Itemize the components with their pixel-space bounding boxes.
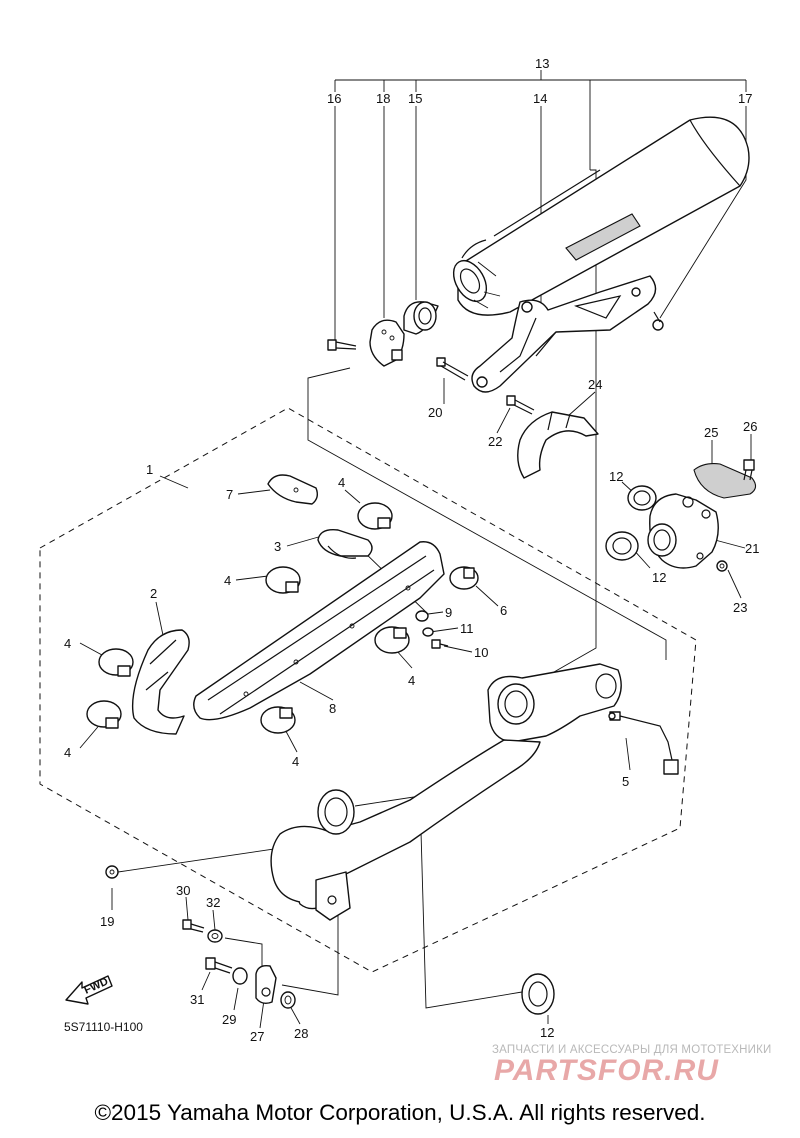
label-5: 5 xyxy=(622,774,629,789)
label-16: 16 xyxy=(327,91,341,106)
label-4-d: 4 xyxy=(64,745,71,760)
label-18: 18 xyxy=(376,91,390,106)
cover-7 xyxy=(267,474,319,505)
joint-21 xyxy=(647,493,719,569)
gasket-15 xyxy=(403,301,439,335)
label-4-f: 4 xyxy=(292,754,299,769)
muffler-bracket xyxy=(471,275,657,393)
label-29: 29 xyxy=(222,1012,236,1027)
bolt-20 xyxy=(436,357,469,381)
heat-shield-8 xyxy=(193,541,445,721)
label-15: 15 xyxy=(408,91,422,106)
label-32: 32 xyxy=(206,895,220,910)
diagram-code: 5S71110-H100 xyxy=(64,1020,143,1034)
nut-19 xyxy=(105,865,119,879)
label-1: 1 xyxy=(146,462,153,477)
label-27: 27 xyxy=(250,1029,264,1044)
label-25: 25 xyxy=(704,425,718,440)
label-7: 7 xyxy=(226,487,233,502)
label-22: 22 xyxy=(488,434,502,449)
label-20: 20 xyxy=(428,405,442,420)
clamp-4-d xyxy=(86,700,122,729)
label-13: 13 xyxy=(535,56,549,71)
nut-23 xyxy=(716,560,728,572)
label-12-lower: 12 xyxy=(652,570,666,585)
gasket-12-upper xyxy=(627,485,657,511)
label-17: 17 xyxy=(738,91,752,106)
label-8: 8 xyxy=(329,701,336,716)
bolt-26 xyxy=(743,459,755,481)
label-12-bottom: 12 xyxy=(540,1025,554,1040)
heat-shield-24 xyxy=(517,411,599,479)
fwd-arrow-icon: FWD xyxy=(65,975,113,1005)
label-24: 24 xyxy=(588,377,602,392)
label-4-e: 4 xyxy=(408,673,415,688)
protector-3 xyxy=(317,529,373,559)
label-9: 9 xyxy=(445,605,452,620)
label-23: 23 xyxy=(733,600,747,615)
label-12-upper: 12 xyxy=(609,469,623,484)
clamp-6 xyxy=(449,566,479,590)
label-4-c: 4 xyxy=(64,636,71,651)
bolt-16 xyxy=(327,339,357,351)
hardware-9-11-10 xyxy=(415,610,449,649)
muffler xyxy=(452,116,750,316)
bolt-17 xyxy=(652,311,664,331)
label-11: 11 xyxy=(460,621,474,636)
label-10: 10 xyxy=(474,645,488,660)
label-14: 14 xyxy=(533,91,547,106)
hardware-lower xyxy=(182,919,296,1009)
clamp-4-f xyxy=(260,706,296,734)
label-2: 2 xyxy=(150,586,157,601)
label-19: 19 xyxy=(100,914,114,929)
label-31: 31 xyxy=(190,992,204,1007)
cover-25 xyxy=(693,463,757,499)
clamp-4-c xyxy=(98,648,134,677)
label-26: 26 xyxy=(743,419,757,434)
part-labels: 13 16 18 15 14 17 20 22 24 25 26 12 21 1… xyxy=(64,56,759,1044)
clamp-18 xyxy=(369,319,405,367)
sensor-5 xyxy=(608,711,679,775)
clamp-4-b xyxy=(265,566,301,594)
label-21: 21 xyxy=(745,541,759,556)
watermark-brand: PARTSFOR.RU xyxy=(494,1054,719,1087)
label-30: 30 xyxy=(176,883,190,898)
bolt-22 xyxy=(506,395,535,415)
label-4-a: 4 xyxy=(338,475,345,490)
assembly-1-outline xyxy=(39,407,697,973)
gasket-12-bottom xyxy=(521,973,555,1015)
label-28: 28 xyxy=(294,1026,308,1041)
label-4-b: 4 xyxy=(224,573,231,588)
copyright-notice: ©2015 Yamaha Motor Corporation, U.S.A. A… xyxy=(94,1100,706,1125)
label-6: 6 xyxy=(500,603,507,618)
watermark-subtitle: ЗАПЧАСТИ И АКСЕССУАРЫ ДЛЯ МОТОТЕХНИКИ xyxy=(492,1044,772,1056)
label-3: 3 xyxy=(274,539,281,554)
clamp-4-e xyxy=(374,626,410,654)
exhaust-pipe xyxy=(270,663,622,921)
heat-shield-2 xyxy=(131,629,190,735)
gasket-12-lower xyxy=(605,531,639,561)
clamp-4-a xyxy=(357,502,393,530)
